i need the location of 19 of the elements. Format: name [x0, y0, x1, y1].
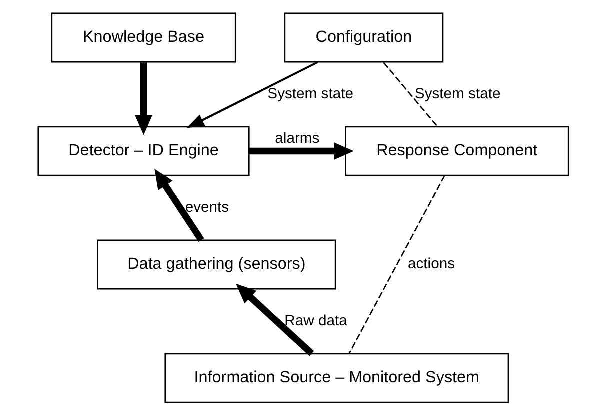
edge-label: actions [407, 256, 455, 273]
node-box: Knowledge Base [50, 12, 236, 63]
edge-label: System state [267, 86, 353, 102]
edge-label: alarms [274, 130, 320, 147]
arrow [134, 62, 152, 136]
arrow [154, 169, 204, 242]
arrow [186, 61, 318, 128]
node-box: Response Component [344, 126, 569, 176]
edge-label: Raw data [284, 313, 347, 330]
arrow [236, 284, 314, 356]
connector [348, 175, 445, 354]
node-box: Detector – ID Engine [37, 126, 250, 176]
node-box: Data gathering (sensors) [96, 240, 336, 290]
connector [382, 62, 438, 128]
arrow [248, 142, 354, 160]
node-box: Information Source – Monitored System [164, 353, 509, 404]
edge-label: events [184, 200, 229, 216]
edge-label: System state [414, 86, 500, 102]
node-box: Configuration [284, 12, 444, 63]
